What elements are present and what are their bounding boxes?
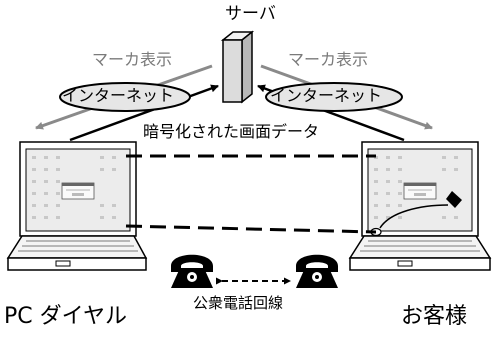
marker-display-label-left: マーカ表示 xyxy=(92,50,173,69)
laptop-right-icon xyxy=(348,141,492,271)
telephone-left-icon xyxy=(171,254,213,288)
internet-ellipse-left xyxy=(59,82,191,112)
internet-label-right: インターネット xyxy=(270,86,383,105)
encrypted-data-label: 暗号化された画面データ xyxy=(143,122,320,141)
server-label: サーバ xyxy=(225,4,276,24)
laptop-left-icon xyxy=(6,141,148,271)
screen-link-bottom xyxy=(125,224,377,234)
telephone-right-icon xyxy=(296,254,338,288)
customer-label: お客様 xyxy=(401,304,468,329)
internet-ellipse-right xyxy=(265,82,403,112)
internet-label-left: インターネット xyxy=(62,86,175,105)
marker-pointer-icon xyxy=(446,191,462,208)
pc-dial-label: PC ダイヤル xyxy=(4,304,127,329)
public-phone-line-label: 公衆電話回線 xyxy=(193,294,284,312)
data-arrow-left xyxy=(69,84,219,142)
server-icon xyxy=(220,30,255,104)
marker-display-label-right: マーカ表示 xyxy=(288,50,369,69)
